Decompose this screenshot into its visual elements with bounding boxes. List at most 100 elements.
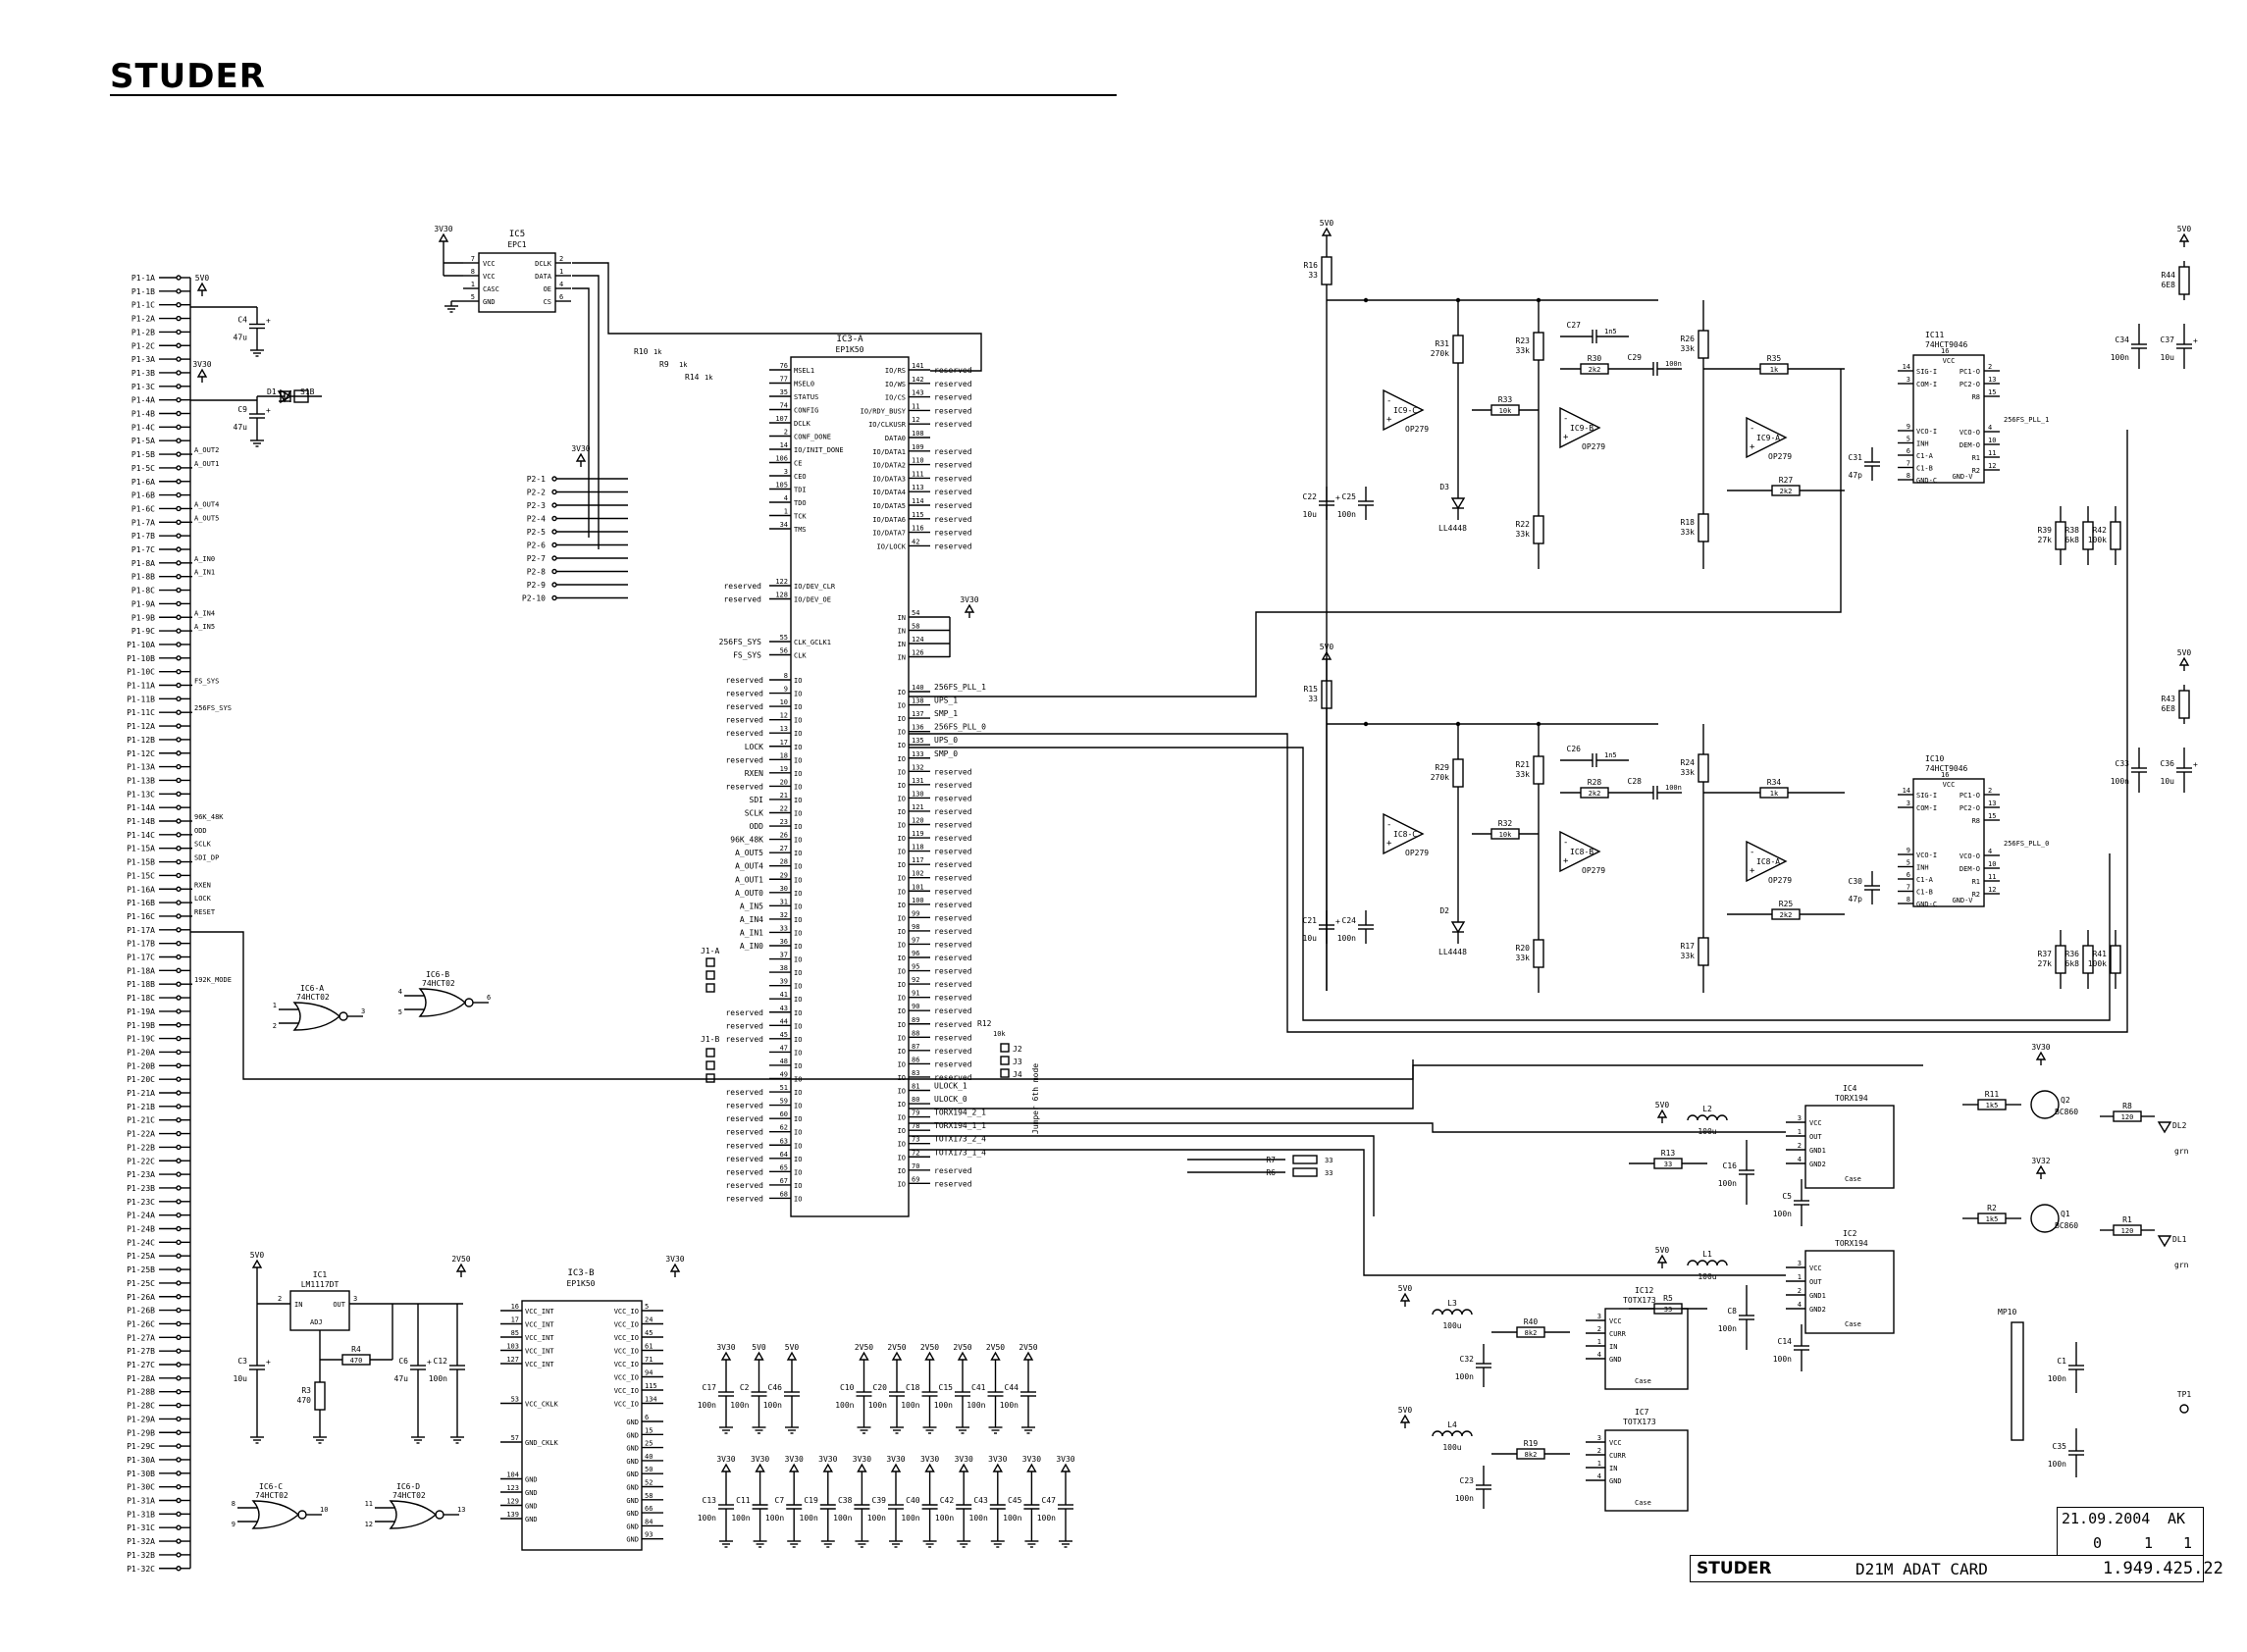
ic3a-reserved: reserved bbox=[934, 529, 972, 538]
capacitor-value: 100n bbox=[1718, 1179, 1737, 1188]
resistor-value: 470 bbox=[297, 1396, 312, 1405]
ic3a-pinname: DCLK bbox=[794, 420, 811, 428]
connector-pin-P1-13A: P1-13A bbox=[127, 763, 155, 772]
ic3a-pinname: IO/RDY_BUSY bbox=[861, 407, 907, 415]
resistor-R31 bbox=[1452, 335, 1464, 364]
ic3a-netlabel: ULOCK_1 bbox=[934, 1082, 967, 1091]
connector-contact bbox=[176, 967, 182, 974]
ic3b-pin: 103 bbox=[506, 1343, 519, 1351]
connector-contact bbox=[176, 900, 182, 905]
ic3b-pin: 53 bbox=[511, 1396, 519, 1404]
ic3a-netlabel: RXEN bbox=[745, 769, 763, 778]
ic3a-pin: 48 bbox=[780, 1058, 788, 1065]
connector-signal: A_OUT1 bbox=[194, 460, 219, 468]
ic3a-pin: 117 bbox=[912, 856, 924, 864]
capacitor-ref: C5 bbox=[1782, 1192, 1792, 1201]
ic3a-pin: 141 bbox=[912, 362, 924, 370]
title-name: D21M ADAT CARD bbox=[1855, 1560, 1988, 1578]
resistor-value: 33k bbox=[1516, 346, 1531, 355]
resistor-ref: R2 bbox=[1987, 1204, 1997, 1213]
ic3a-pin: 108 bbox=[912, 430, 924, 438]
capacitor-ref: C25 bbox=[1342, 492, 1357, 501]
connector-contact bbox=[176, 1320, 182, 1327]
ic3a-netlabel: reserved bbox=[725, 1128, 763, 1137]
opamp-ref: IC9-A bbox=[1756, 434, 1780, 442]
gate-pin: 11 bbox=[365, 1500, 373, 1508]
optical-pin: 4 bbox=[1798, 1301, 1802, 1309]
connector-pin-P1-24B: P1-24B bbox=[127, 1225, 155, 1234]
ic3a-pinname: IO bbox=[794, 770, 802, 778]
ic3a-pinname: IO/DATA4 bbox=[872, 489, 906, 496]
ic3a-pinname: IO bbox=[794, 1049, 802, 1057]
ic3a-pinname: IO/DEV_OE bbox=[794, 596, 831, 604]
ic3a-pin: 68 bbox=[780, 1190, 788, 1198]
ic3a-pin: 118 bbox=[912, 844, 924, 852]
ic3a-netlabel: reserved bbox=[934, 1020, 972, 1029]
ic3a-pin: 83 bbox=[912, 1069, 919, 1077]
opamp-minus: - bbox=[1563, 838, 1568, 848]
gate-pin: 6 bbox=[487, 994, 491, 1002]
pll-ic-pinname: C1-B bbox=[1916, 465, 1933, 473]
opamp-part: OP279 bbox=[1405, 425, 1429, 434]
resistor-R37 bbox=[2055, 945, 2066, 974]
ic3a-netlabel: SCLK bbox=[745, 809, 763, 818]
connector-pin-P1-5C: P1-5C bbox=[131, 464, 155, 473]
ic3a-pinname: IO bbox=[898, 875, 906, 883]
connector-pin-P1-15C: P1-15C bbox=[127, 871, 155, 880]
opamp-part: OP279 bbox=[1582, 442, 1605, 451]
ic3a-pinname: IO bbox=[898, 1007, 906, 1015]
ic3b-pinname: GND bbox=[626, 1497, 639, 1505]
optical-pinname: VCC bbox=[1609, 1317, 1622, 1325]
connector-pin-P1-1B: P1-1B bbox=[131, 287, 155, 296]
ic3a-pinname: IO bbox=[898, 941, 906, 949]
pll-ic-IC11 bbox=[1912, 354, 1985, 484]
ic3a-netlabel: SDI bbox=[750, 796, 764, 804]
connector-pin-P1-6C: P1-6C bbox=[131, 504, 155, 513]
resistor-ref: R44 bbox=[2162, 271, 2176, 280]
ic3b-pin: 139 bbox=[506, 1511, 519, 1519]
ic5-pin: 6 bbox=[559, 293, 563, 301]
capacitor-value: 100n bbox=[867, 1514, 886, 1523]
opamp-minus: - bbox=[1750, 848, 1754, 857]
inductor-ref: L3 bbox=[1447, 1299, 1457, 1308]
connector-contact bbox=[176, 1062, 182, 1069]
optical-rx-IC2 bbox=[1804, 1250, 1895, 1334]
ic3b-pin: 115 bbox=[645, 1382, 657, 1390]
ic3a-pinname: TDO bbox=[794, 499, 807, 507]
ic3b-pin: 104 bbox=[506, 1471, 519, 1479]
capacitor-ref: C29 bbox=[1628, 353, 1643, 362]
ic3a-pinname: IO bbox=[794, 1009, 802, 1017]
connector-signal: A_OUT4 bbox=[194, 500, 219, 508]
ic3a-pinname: IO bbox=[898, 702, 906, 710]
connector-contact bbox=[176, 832, 182, 838]
ic3a-pin: 73 bbox=[912, 1136, 919, 1144]
ic3a-netlabel: reserved bbox=[934, 1007, 972, 1015]
ic3a-netlabel: reserved bbox=[934, 1179, 972, 1188]
ic3a-reserved: reserved bbox=[934, 542, 972, 550]
connector-contact bbox=[176, 574, 182, 580]
pll-ic-pin: 4 bbox=[1988, 848, 1992, 855]
ic3a-pinname: IO bbox=[898, 1088, 906, 1096]
ic3a-pin: 128 bbox=[775, 592, 788, 599]
p2-pin-P2-5: P2-5 bbox=[527, 528, 546, 537]
pll-ic-pin: 2 bbox=[1988, 787, 1992, 795]
p2-pin-P2-1: P2-1 bbox=[527, 475, 546, 484]
capacitor-ref: C28 bbox=[1628, 777, 1643, 786]
ic3a-pin: 77 bbox=[780, 376, 788, 384]
ic3a-pinname: TCK bbox=[794, 513, 807, 521]
gate-IC6-C bbox=[251, 1500, 300, 1529]
gate-ref: IC6-B bbox=[426, 970, 449, 979]
ic3a-netlabel: A_IN5 bbox=[740, 902, 763, 910]
resistor-ref: R40 bbox=[1524, 1317, 1539, 1326]
connector-contact bbox=[176, 858, 182, 865]
ic3a-pinname: IO bbox=[794, 744, 802, 751]
capacitor-value: 47u bbox=[234, 334, 248, 342]
connector-contact bbox=[176, 384, 182, 389]
ic3a-netlabel: reserved bbox=[934, 1047, 972, 1056]
pll-ic-pin: 14 bbox=[1903, 363, 1910, 371]
ic3b-pin: 52 bbox=[645, 1479, 653, 1487]
connector-contact bbox=[176, 533, 182, 539]
connector-pin-P1-21C: P1-21C bbox=[127, 1116, 155, 1125]
ic3b-pinname: VCC_IO bbox=[614, 1321, 639, 1329]
ic5-pinname: OE bbox=[544, 285, 551, 293]
